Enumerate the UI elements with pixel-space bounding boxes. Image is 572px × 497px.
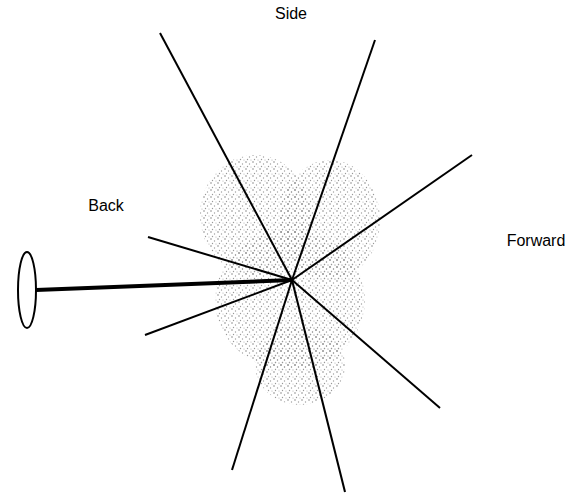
direction-label: Side	[273, 4, 309, 23]
golf-club	[18, 252, 292, 328]
direction-label: Forward	[505, 231, 568, 250]
direction-lines	[145, 33, 472, 492]
direction-label: Back	[86, 196, 126, 215]
